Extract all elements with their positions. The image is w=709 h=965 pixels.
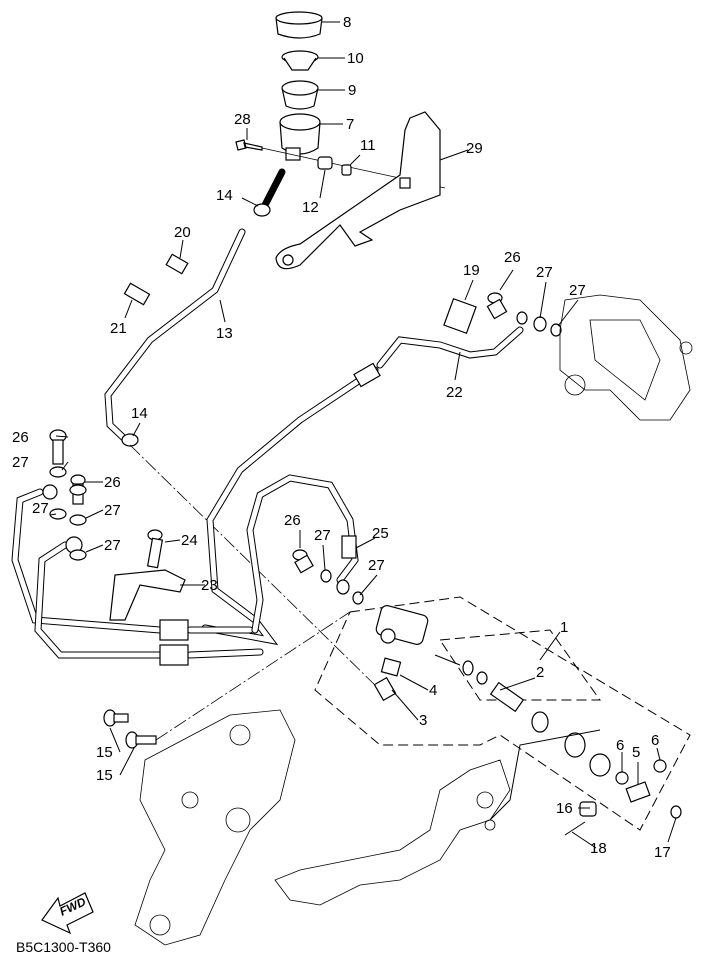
brake-pedal: [274, 729, 601, 906]
callout-5: 5: [632, 744, 640, 761]
callout-1: 1: [560, 619, 568, 636]
callout-3: 3: [419, 712, 427, 729]
callout-7: 7: [346, 116, 354, 133]
piston-kit: [434, 654, 611, 777]
diaphragm: [281, 80, 319, 110]
callout-28: 28: [234, 111, 251, 128]
nuts-6: [615, 759, 667, 785]
callout-21: 21: [110, 320, 127, 337]
callout-26: 26: [284, 512, 301, 529]
bracket-23: [109, 569, 186, 621]
callout-22: 22: [446, 384, 463, 401]
screw-28: [235, 139, 263, 151]
callout-24: 24: [181, 532, 198, 549]
callout-27: 27: [314, 527, 331, 544]
callout-19: 19: [463, 262, 480, 279]
callout-27: 27: [32, 500, 49, 517]
footrest-bracket: [134, 709, 296, 946]
callout-26: 26: [504, 249, 521, 266]
bolt-24: [146, 529, 164, 569]
assembly-outline-1: [314, 596, 691, 831]
switch-19: [443, 297, 477, 335]
hose-fitting: [159, 619, 189, 666]
callout-labels: 8 10 9 7 28 11 29 12 14 20 13 21 19 26 2…: [12, 14, 671, 861]
pin-16: [579, 801, 597, 817]
assembly-outline-2: [439, 629, 601, 701]
bolt-26-upper: [486, 292, 508, 320]
cotter-pin-18: [564, 821, 586, 836]
callout-18: 18: [590, 840, 607, 857]
washer-27: [516, 311, 528, 325]
washer-27: [550, 323, 562, 337]
master-cylinder: [373, 605, 429, 702]
diagram-code: B5C1300-T360: [16, 939, 111, 955]
callout-13: 13: [216, 325, 233, 342]
bolt-26-center: [292, 549, 314, 574]
hose-protector-25: [341, 535, 357, 559]
callout-11: 11: [360, 137, 376, 154]
bolt-15: [125, 731, 157, 749]
callout-8: 8: [343, 14, 351, 31]
callout-27: 27: [569, 282, 586, 299]
callout-23: 23: [201, 577, 218, 594]
callout-27: 27: [536, 264, 553, 281]
leader-lines: [49, 21, 677, 849]
reservoir-cap: [275, 11, 323, 39]
reservoir: [279, 113, 321, 161]
callout-27: 27: [12, 454, 29, 471]
callout-15: 15: [96, 767, 113, 784]
callout-4: 4: [429, 682, 437, 699]
collar-11: [341, 164, 352, 176]
clevis-5: [625, 781, 651, 803]
hose-joint: [353, 362, 381, 388]
callout-14: 14: [131, 405, 148, 422]
callout-12: 12: [302, 199, 319, 216]
callout-27: 27: [368, 557, 385, 574]
callout-14: 14: [216, 187, 233, 204]
callout-2: 2: [536, 664, 544, 681]
callout-26: 26: [12, 429, 29, 446]
callout-20: 20: [174, 224, 191, 241]
bolt-15: [103, 709, 129, 727]
clamp-20: [165, 253, 189, 275]
clamp-21: [123, 282, 151, 306]
callout-10: 10: [347, 50, 364, 67]
reservoir-plate: [281, 50, 319, 71]
callout-6: 6: [651, 732, 659, 749]
fwd-arrow-icon: FWD: [41, 892, 94, 935]
callout-17: 17: [654, 844, 671, 861]
grommet-12: [317, 156, 333, 170]
callout-15: 15: [96, 744, 113, 761]
callout-29: 29: [466, 140, 483, 157]
banjo-left: [42, 484, 83, 554]
clamp-14-lower: [121, 433, 139, 447]
washer-17: [670, 805, 682, 819]
bolt-26-left: [49, 429, 67, 465]
callout-16: 16: [556, 800, 573, 817]
callout-27: 27: [104, 537, 121, 554]
callout-27: 27: [104, 502, 121, 519]
bracket-29: [275, 111, 441, 270]
callout-6: 6: [616, 737, 624, 754]
washer-27: [533, 316, 547, 332]
clamp-14-top: [253, 203, 271, 217]
callout-25: 25: [372, 525, 389, 542]
callout-26: 26: [104, 474, 121, 491]
callout-9: 9: [348, 82, 356, 99]
brake-caliper: [559, 294, 693, 421]
